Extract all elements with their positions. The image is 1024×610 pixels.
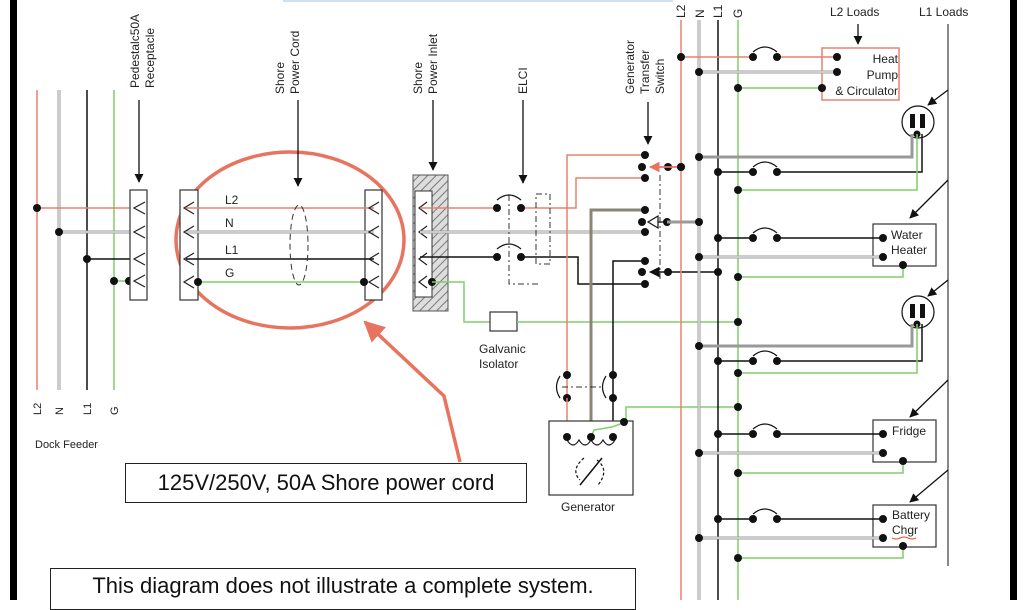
heat-pump-label-1: Heat bbox=[873, 52, 899, 66]
main-bus: L2 N L1 G bbox=[674, 4, 745, 600]
pedestal-box bbox=[129, 189, 148, 301]
galvanic-label-2: Isolator bbox=[479, 357, 518, 371]
disclaimer-note: This diagram does not illustrate a compl… bbox=[50, 568, 636, 610]
left-border bbox=[10, 0, 17, 600]
shore-cord-callout: 125V/250V, 50A Shore power cord bbox=[125, 463, 527, 503]
water-heater-label-1: Water bbox=[891, 228, 923, 242]
transfer-label-2: Transfer bbox=[638, 50, 652, 94]
feeder-label-g: G bbox=[109, 406, 121, 415]
shore-power-cord: Shore Power Cord L2 N L1 G bbox=[174, 31, 462, 463]
transfer-label-3: Switch bbox=[653, 59, 667, 94]
l1-loads-header: L1 Loads bbox=[919, 5, 968, 19]
transfer-label-1: Generator bbox=[623, 40, 637, 94]
galvanic-isolator-box bbox=[489, 311, 518, 332]
pedestal-label-1: Pedestalc50A bbox=[128, 14, 142, 88]
right-border bbox=[1010, 0, 1017, 600]
bus-label-n: N bbox=[693, 9, 707, 18]
feeder-label-l1: L1 bbox=[82, 403, 94, 415]
fridge-label: Fridge bbox=[892, 424, 926, 438]
bus-label-l2: L2 bbox=[674, 4, 688, 18]
inlet-label-2: Power Inlet bbox=[426, 33, 440, 94]
cord-wire-n: N bbox=[225, 216, 234, 230]
inlet-label-1: Shore bbox=[411, 62, 425, 94]
loads: L2 Loads L1 Loads Heat Pump & Circulator bbox=[677, 5, 968, 566]
water-heater-label-2: Heater bbox=[891, 243, 927, 257]
shore-cord-label-1: Shore bbox=[273, 62, 287, 94]
cord-wire-g: G bbox=[225, 266, 234, 280]
galvanic-label-1: Galvanic bbox=[479, 342, 526, 356]
feeder-label-l2: L2 bbox=[32, 403, 44, 415]
bus-label-g: G bbox=[731, 9, 745, 18]
bus-label-l1: L1 bbox=[711, 4, 725, 18]
highlight-ellipse bbox=[174, 150, 406, 330]
cord-wire-l2: L2 bbox=[225, 193, 239, 207]
generator-box bbox=[548, 420, 634, 496]
dock-feeder: L2 N L1 G Dock Feeder bbox=[32, 90, 133, 451]
pedestal-label-2: Receptacle bbox=[143, 28, 157, 88]
shore-cord-label-2: Power Cord bbox=[288, 31, 302, 94]
heat-pump-label-3: & Circulator bbox=[835, 84, 898, 98]
battery-label-2: Chgr bbox=[892, 523, 918, 537]
shore-power-inlet: Shore Power Inlet bbox=[411, 33, 449, 312]
service-wiring: Galvanic Isolator bbox=[420, 177, 738, 371]
l2-loads-header: L2 Loads bbox=[830, 5, 879, 19]
top-edge-bar bbox=[283, 0, 673, 2]
heat-pump-label-2: Pump bbox=[867, 68, 899, 82]
generator-transfer-switch: Generator Transfer Switch bbox=[548, 40, 738, 514]
generator-label: Generator bbox=[561, 500, 615, 514]
feeder-label-n: N bbox=[54, 407, 66, 415]
elci-breaker: ELCI bbox=[493, 67, 551, 285]
elci-label: ELCI bbox=[516, 67, 530, 94]
pedestal-receptacle: Pedestalc50A Receptacle bbox=[128, 14, 157, 301]
callout-pointer bbox=[363, 320, 462, 463]
battery-label-1: Battery bbox=[892, 508, 930, 522]
dock-feeder-label: Dock Feeder bbox=[35, 439, 98, 451]
cord-wire-l1: L1 bbox=[225, 243, 239, 257]
